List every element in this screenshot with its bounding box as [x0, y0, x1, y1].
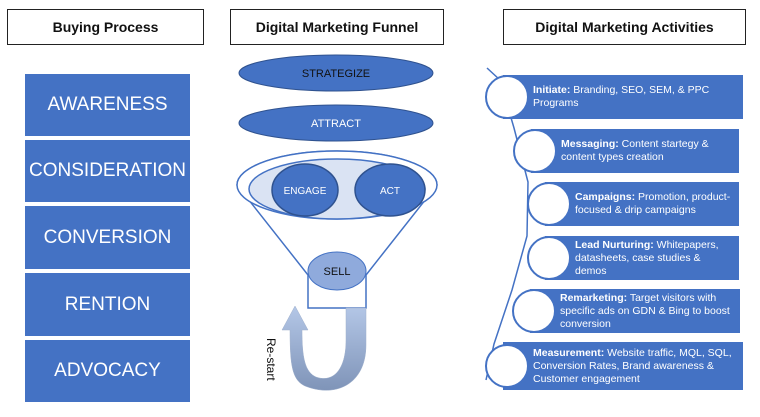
funnel-inner-ellipse [248, 158, 426, 220]
header-buying-process: Buying Process [7, 9, 204, 45]
activity-box: Initiate: Branding, SEO, SEM, & PPC Prog… [503, 75, 743, 119]
activity-description: Whitepapers, datasheets, case studies & … [575, 238, 719, 277]
activity-description: Promotion, product-focused & drip campai… [575, 191, 731, 216]
attract-label: ATTRACT [311, 118, 361, 130]
activity-row: Remarketing: Target visitors with specif… [512, 289, 740, 333]
activity-circle [513, 129, 557, 173]
strategize-label: STRATEGIZE [302, 68, 370, 80]
act-label: ACT [380, 186, 400, 197]
activity-circle [485, 344, 529, 388]
sell-ellipse [307, 251, 367, 291]
sell-label: SELL [324, 266, 351, 278]
activity-box: Messaging: Content startegy & content ty… [531, 129, 739, 173]
stage-conversion: CONVERSION [25, 206, 190, 269]
engage-label: ENGAGE [284, 186, 327, 197]
engage-circle [271, 163, 339, 217]
attract-ellipse [238, 104, 434, 142]
activity-title: Campaigns: [575, 191, 636, 203]
activity-title: Measurement: [533, 346, 605, 359]
activity-description: Target visitors with specific ads on GDN… [560, 291, 730, 330]
stage-advocacy: ADVOCACY [25, 340, 190, 402]
activity-circle [527, 182, 571, 226]
strategize-ellipse [238, 54, 434, 92]
activity-box: Campaigns: Promotion, product-focused & … [545, 182, 739, 226]
activity-description: Website traffic, MQL, SQL, Conversion Ra… [533, 346, 732, 385]
activity-row: Measurement: Website traffic, MQL, SQL, … [485, 342, 743, 390]
activity-row: Messaging: Content startegy & content ty… [513, 129, 739, 173]
restart-arrow [281, 305, 367, 391]
activity-title: Messaging: [561, 138, 619, 150]
activity-description: Content startegy & content types creatio… [561, 138, 709, 163]
activity-circle [512, 289, 556, 333]
act-circle [354, 163, 426, 217]
activity-title: Lead Nurturing: [575, 238, 654, 251]
activity-title: Remarketing: [560, 291, 628, 304]
stage-retention: RENTION [25, 273, 190, 336]
activity-box: Lead Nurturing: Whitepapers, datasheets,… [545, 236, 739, 280]
restart-label: Re-start [264, 338, 278, 381]
header-digital-marketing-funnel: Digital Marketing Funnel [230, 9, 444, 45]
activity-row: Initiate: Branding, SEO, SEM, & PPC Prog… [485, 75, 743, 119]
activity-row: Lead Nurturing: Whitepapers, datasheets,… [527, 236, 739, 280]
activity-box: Remarketing: Target visitors with specif… [530, 289, 740, 333]
activity-circle [485, 75, 529, 119]
header-digital-marketing-activities: Digital Marketing Activities [503, 9, 746, 45]
stage-consideration: CONSIDERATION [25, 140, 190, 202]
funnel-rim [236, 150, 438, 220]
stage-awareness: AWARENESS [25, 74, 190, 136]
activity-description: Branding, SEO, SEM, & PPC Programs [533, 84, 710, 109]
activity-box: Measurement: Website traffic, MQL, SQL, … [503, 342, 743, 390]
activity-row: Campaigns: Promotion, product-focused & … [527, 182, 739, 226]
activity-circle [527, 236, 571, 280]
funnel-body [236, 150, 438, 309]
activity-title: Initiate: [533, 84, 571, 96]
